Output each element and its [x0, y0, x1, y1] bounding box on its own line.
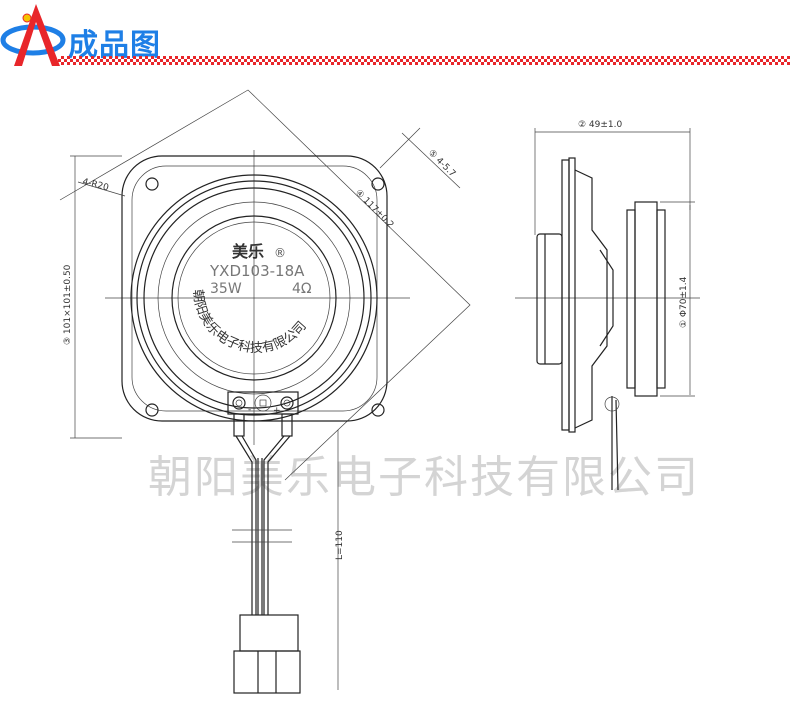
company-ring-text: 朝阳美乐电子科技有限公司	[190, 289, 310, 356]
hole-pitch-dim: ④ 117±0.2	[353, 188, 395, 230]
checker-divider	[58, 56, 790, 65]
hole-tl	[145, 177, 159, 191]
model-label: YXD103-18A	[209, 262, 305, 280]
side-view	[515, 157, 700, 491]
frame-size-dim: ③ 101×101±0.50	[63, 264, 73, 345]
brand-label: 美乐	[232, 242, 264, 261]
depth-dim: ② 49±1.0	[578, 120, 623, 130]
lead-length-dim: L=110	[335, 530, 345, 560]
impedance-label: 4Ω	[292, 281, 312, 297]
hole-pitch-square	[59, 89, 471, 481]
power-label: 35W	[210, 281, 242, 297]
corner-radius-dim: 4-R20	[81, 177, 110, 193]
hole-bl	[145, 403, 159, 417]
hole-tr	[371, 177, 385, 191]
frame-outline	[121, 155, 388, 422]
terminal-plus-label: +	[273, 406, 281, 416]
lead-wires	[232, 435, 292, 615]
registered-mark: ®	[274, 246, 286, 260]
hole-br	[371, 403, 385, 417]
terminal-block: - +	[227, 391, 299, 437]
header: 成品图	[0, 0, 790, 70]
mount-holes-dim: ⑤ 4-5.7	[426, 148, 457, 179]
company-logo-icon	[0, 4, 66, 66]
magnet-diameter-dim: ① Φ70±1.4	[679, 276, 689, 328]
watermark: 朝阳美乐电子科技有限公司	[148, 452, 700, 503]
connector-plug	[233, 614, 301, 694]
terminal-minus-label: -	[248, 405, 251, 415]
front-view: 美乐 ® YXD103-18A 35W 4Ω 朝阳美乐电子科技有限公司 - +	[59, 89, 471, 694]
side-dimensions: ② 49±1.0 ① Φ70±1.4	[534, 120, 695, 397]
